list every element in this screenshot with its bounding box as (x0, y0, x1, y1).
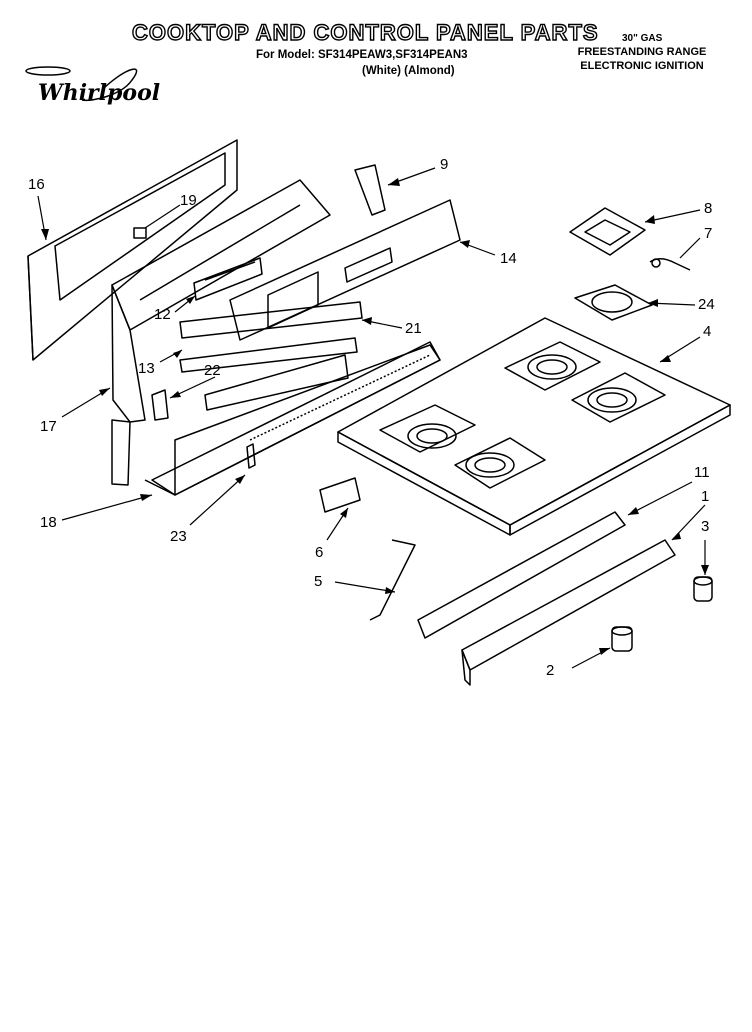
callout-12: 12 (154, 306, 171, 323)
burner-pan-rear-left (504, 341, 601, 391)
callout-2: 2 (546, 662, 555, 679)
part-1-manifold (461, 539, 676, 686)
range-type: FREESTANDING RANGE (577, 46, 707, 58)
burner-pan-rear-right (571, 372, 666, 423)
callout-13: 13 (138, 360, 155, 377)
callout-9: 9 (440, 156, 449, 173)
callout-5: 5 (314, 573, 323, 590)
callout-23: 23 (170, 528, 187, 545)
part-9-end-cap (354, 164, 386, 216)
part-14-front-panel (229, 199, 461, 341)
part-4-cooktop (337, 317, 731, 536)
part-17-control-panel (111, 179, 331, 486)
callout-3: 3 (701, 518, 710, 535)
callout-7: 7 (704, 225, 713, 242)
callout-16: 16 (28, 176, 45, 193)
part-6-switch (319, 477, 361, 513)
part-24-grommet (574, 284, 653, 321)
whirlpool-logo: Whirlpool (22, 60, 162, 110)
callout-24: 24 (698, 296, 715, 313)
callout-11: 11 (694, 464, 710, 481)
logo-wordmark: Whirlpool (38, 80, 161, 106)
callout-4: 4 (703, 323, 712, 340)
gas-note: 30" GAS (622, 33, 663, 44)
callout-21: 21 (405, 320, 422, 337)
part-16-glass-panel (27, 139, 238, 361)
model-line: For Model: SF314PEAW3,SF314PEAN3 (256, 49, 468, 61)
callout-19: 19 (180, 192, 197, 209)
part-7-igniter (649, 258, 691, 271)
part-21-trim-strip (179, 301, 363, 373)
part-12-control-board (193, 257, 263, 301)
ignition-type: ELECTRONIC IGNITION (580, 60, 704, 72)
callout-1: 1 (701, 488, 710, 505)
callout-22: 22 (204, 362, 221, 379)
callout-14: 14 (500, 250, 517, 267)
burner-pan-front-right (454, 437, 546, 489)
part-19-clip (133, 227, 147, 239)
color-line: (White) (Almond) (362, 65, 455, 77)
part-13-strip (204, 354, 349, 411)
burner-pan-front-left (379, 404, 476, 453)
part-18-23-manifold-panel (144, 341, 441, 496)
part-3-knob (693, 576, 713, 602)
callout-arrows (41, 178, 709, 655)
callout-17: 17 (40, 418, 57, 435)
part-8-burner-head (569, 207, 646, 256)
callout-8: 8 (704, 200, 713, 217)
part-2-knob (611, 626, 633, 652)
callout-6: 6 (315, 544, 324, 561)
part-22-bracket (151, 389, 169, 421)
part-11-bracket (417, 511, 626, 639)
part-5-wire (369, 539, 416, 621)
page-title: COOKTOP AND CONTROL PANEL PARTS (131, 19, 599, 45)
callout-18: 18 (40, 514, 57, 531)
